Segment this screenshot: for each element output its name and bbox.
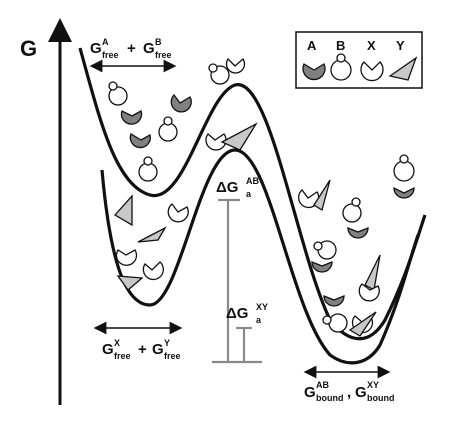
svg-text:G: G: [90, 40, 102, 57]
molecule-a: [347, 227, 369, 239]
activation-ab-bar: [212, 198, 262, 364]
molecule-y: [137, 226, 167, 243]
svg-text:AB: AB: [316, 380, 329, 390]
svg-text:+: +: [138, 341, 147, 358]
svg-text:a: a: [256, 315, 262, 325]
legend-icon-y: [388, 56, 418, 81]
svg-text:G: G: [102, 341, 114, 358]
molecule-x: [142, 261, 164, 281]
xy-energy-curve: [100, 148, 420, 365]
svg-text:Y: Y: [164, 338, 170, 348]
molecule-y: [116, 275, 144, 291]
molecule-y: [348, 311, 377, 337]
free-xy-label: G X free + G Y free: [102, 338, 181, 361]
svg-text:bound: bound: [367, 393, 395, 403]
legend-label-b: B: [336, 38, 345, 53]
legend-label-y: Y: [396, 38, 405, 53]
delta-g-xy-label: ΔG XY a: [226, 302, 268, 325]
molecule-b: [208, 63, 230, 85]
molecule-x: [115, 249, 138, 266]
svg-text:bound: bound: [316, 393, 344, 403]
svg-text:B: B: [155, 37, 162, 47]
legend-label-x: X: [367, 38, 376, 53]
molecule-b: [393, 154, 415, 182]
legend-label-a: A: [307, 38, 317, 53]
svg-text:XY: XY: [367, 380, 379, 390]
svg-text:AB: AB: [246, 176, 259, 186]
legend-icon-a: [302, 63, 326, 81]
svg-text:G: G: [152, 341, 164, 358]
free-ab-label: G A free + G B free: [90, 37, 172, 60]
molecule-x: [358, 283, 380, 302]
svg-text:XY: XY: [256, 302, 268, 312]
svg-text:ΔG: ΔG: [226, 305, 248, 322]
molecule-a: [170, 93, 192, 113]
svg-text:G: G: [143, 40, 155, 57]
molecule-a: [129, 133, 151, 149]
svg-text:+: +: [127, 40, 136, 57]
svg-text:ΔG: ΔG: [216, 179, 238, 196]
svg-text:free: free: [102, 50, 119, 60]
delta-g-ab-label: ΔG AB a: [216, 176, 259, 199]
bound-label: G AB bound , G XY bound: [304, 380, 395, 403]
molecule-b: [138, 156, 158, 182]
g-axis-label: G: [20, 36, 37, 61]
molecule-b: [322, 313, 348, 333]
molecule-b: [313, 240, 337, 260]
molecule-b: [342, 197, 362, 223]
molecule-y: [313, 179, 331, 212]
svg-text:free: free: [155, 50, 172, 60]
molecule-x: [167, 203, 189, 223]
svg-text:A: A: [102, 37, 109, 47]
ab-energy-curve: [78, 47, 427, 341]
activation-xy-bar: [236, 326, 252, 362]
svg-text:free: free: [114, 351, 131, 361]
molecule-b: [158, 116, 178, 142]
svg-text:,: ,: [347, 384, 351, 401]
legend-icon-x: [360, 61, 384, 82]
molecule-y: [220, 122, 258, 151]
molecule-y: [113, 194, 133, 227]
svg-text:G: G: [304, 384, 316, 401]
molecule-a: [323, 295, 345, 307]
svg-text:X: X: [114, 338, 120, 348]
molecule-x: [298, 189, 320, 209]
svg-text:free: free: [164, 351, 181, 361]
molecule-x: [225, 57, 246, 74]
legend-icon-b: [330, 53, 352, 81]
molecule-b: [108, 81, 128, 106]
molecule-a: [311, 261, 333, 273]
molecule-a: [120, 110, 143, 125]
molecule-x: [205, 133, 227, 151]
svg-text:a: a: [246, 189, 252, 199]
legend-box: A B X Y: [295, 31, 423, 89]
svg-text:G: G: [355, 384, 367, 401]
molecule-y: [364, 254, 381, 292]
molecule-a: [393, 186, 415, 199]
